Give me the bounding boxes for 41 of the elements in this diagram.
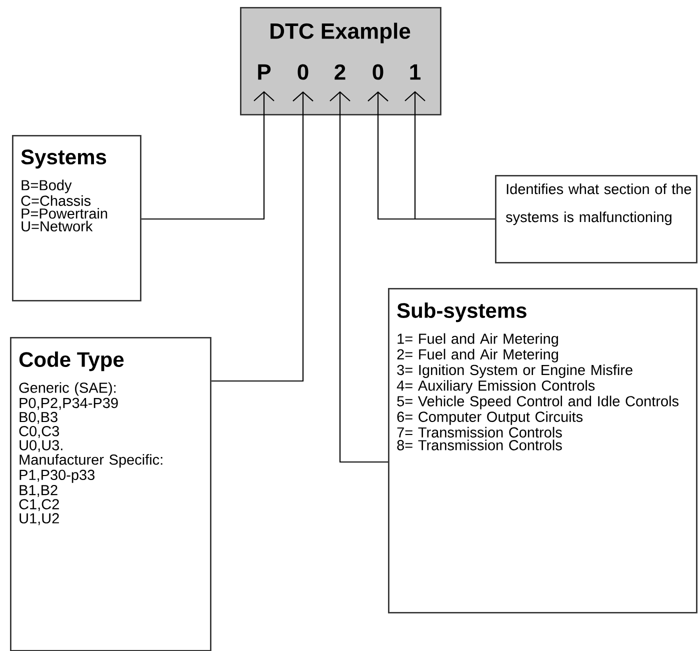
- list-item: P=Powertrain: [22, 208, 108, 219]
- code-character: 2: [334, 64, 346, 80]
- list-item: B=Body: [22, 180, 72, 194]
- list-item: 4= Auxiliary Emission Controls: [396, 380, 595, 394]
- note-box: [495, 175, 698, 264]
- code-character: 0: [298, 64, 308, 80]
- code-character: P: [258, 64, 271, 80]
- list-item: 3= Ignition System or Engine Misfire: [397, 364, 632, 378]
- list-item: 5= Vehicle Speed Control and Idle Controls: [397, 396, 678, 410]
- code-character: 0: [372, 64, 384, 80]
- code-character: 1: [410, 64, 420, 80]
- box-title: DTC Example: [270, 22, 410, 44]
- list-item: 6= Computer Output Circuits: [397, 411, 583, 425]
- list-item: C0,C3: [19, 426, 60, 438]
- box-heading: Systems: [21, 150, 106, 169]
- list-item: P1,P30-p33: [20, 470, 94, 483]
- info-box: [12, 135, 142, 302]
- connector-arrow: [211, 91, 314, 382]
- code-box: [240, 7, 442, 116]
- list-item: B0,B3: [20, 412, 58, 424]
- info-box: [388, 288, 698, 614]
- list-item: P0,P2,P34-P39: [20, 398, 118, 410]
- list-item: C1,C2: [19, 499, 59, 512]
- list-item: Generic (SAE):: [19, 382, 116, 396]
- box-heading: Sub-systems: [397, 302, 526, 322]
- list-item: 1= Fuel and Air Metering: [398, 333, 558, 347]
- box-heading: Code Type: [19, 352, 124, 372]
- connector-arrow: [330, 91, 388, 463]
- list-item: 8= Transmission Controls: [397, 440, 562, 450]
- list-item: 2= Fuel and Air Metering: [397, 348, 558, 362]
- connector-arrow: [404, 91, 495, 220]
- note-text: Identifies what section of the systems is malfunctioning: [506, 184, 692, 226]
- list-item: U0,U3.: [20, 440, 62, 452]
- connector-arrow: [141, 91, 274, 220]
- list-item: U=Network: [22, 220, 93, 232]
- list-item: 7= Transmission Controls: [397, 426, 562, 438]
- list-item: B1,B2: [20, 485, 58, 497]
- info-box: [10, 337, 212, 651]
- list-item: Manufacturer Specific:: [20, 454, 162, 468]
- list-item: U1,U2: [20, 513, 59, 526]
- list-item: C=Chassis: [21, 195, 91, 206]
